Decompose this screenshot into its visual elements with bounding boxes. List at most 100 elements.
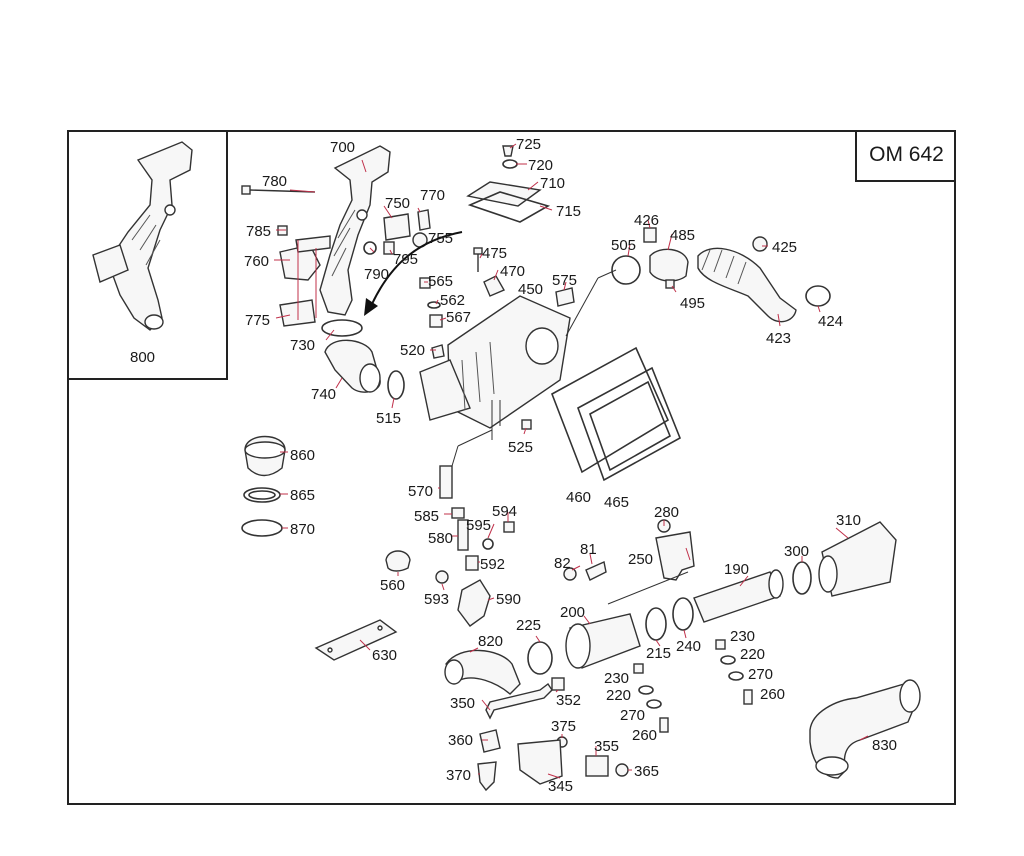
part-590-valve [457,579,491,627]
part-345-bracket [517,739,563,785]
part-715-gasket [467,191,551,223]
part-770-clip [417,209,431,231]
part-790-washer [363,241,377,255]
label-215: 215 [646,645,671,662]
part-355-grommet [585,755,609,777]
label-570: 570 [408,483,433,500]
label-820: 820 [478,633,503,650]
label-525: 525 [508,439,533,456]
part-230-bush-a [715,639,726,650]
label-375: 375 [551,718,576,735]
label-355: 355 [594,738,619,755]
label-593: 593 [424,591,449,608]
label-560: 560 [380,577,405,594]
part-565-cap [419,277,431,289]
part-475-bolt [473,247,483,272]
part-460-filter-frame [551,346,670,474]
part-485-mass-airflow-sensor [649,248,689,282]
part-515-ring [387,370,405,400]
label-250: 250 [628,551,653,568]
label-860: 860 [290,447,315,464]
part-81-sensor [585,561,607,581]
part-190-charge-pipe [693,569,784,623]
part-795-grommet [383,241,395,255]
label-830: 830 [872,737,897,754]
part-495-screw [665,279,675,289]
part-426-sensor [643,227,657,243]
label-270-b: 270 [620,707,645,724]
label-585: 585 [414,508,439,525]
part-560-plug [385,550,411,572]
label-82: 82 [554,555,571,572]
label-775: 775 [245,312,270,329]
part-220-washer-b [638,685,654,695]
part-365-nut [615,763,629,777]
part-240-clamp [672,597,694,631]
part-505-seal-ring [611,255,641,285]
label-345: 345 [548,778,573,795]
part-350-vent-pipe [485,682,553,720]
part-230-bush-b [633,663,644,674]
label-220-b: 220 [606,687,631,704]
label-710: 710 [540,175,565,192]
label-425: 425 [772,239,797,256]
part-270-washer-b [646,699,662,709]
label-260-b: 260 [632,727,657,744]
label-225: 225 [516,617,541,634]
label-424: 424 [818,313,843,330]
label-575: 575 [552,272,577,289]
part-300-ring [792,561,812,595]
label-800: 800 [130,349,155,366]
part-820-hose [444,649,521,695]
part-360-clip [479,729,501,753]
part-594-screw [503,521,515,533]
part-700-duct [319,145,391,316]
part-424-ring [805,285,831,307]
label-270-a: 270 [748,666,773,683]
label-450: 450 [518,281,543,298]
part-730-seal-ring [321,319,363,337]
part-740-elbow [324,339,381,393]
part-720-washer [502,159,518,169]
label-520: 520 [400,342,425,359]
label-715: 715 [556,203,581,220]
label-365: 365 [634,763,659,780]
label-230-a: 230 [730,628,755,645]
part-220-washer-a [720,655,736,665]
part-575-clip [555,287,575,307]
part-82-nut [563,567,577,581]
direction-arrow [364,231,463,316]
label-760: 760 [244,253,269,270]
part-520-clip [431,344,445,359]
label-220-a: 220 [740,646,765,663]
label-515: 515 [376,410,401,427]
part-570-pipe [439,465,453,499]
part-567-grommet [429,314,443,328]
label-740: 740 [311,386,336,403]
label-592: 592 [480,556,505,573]
label-280: 280 [654,504,679,521]
part-465-filter-element [577,366,682,482]
part-260-bolt-a [743,689,753,705]
label-485: 485 [670,227,695,244]
label-200: 200 [560,604,585,621]
label-310: 310 [836,512,861,529]
part-870-seal [241,519,283,537]
callout-labels: 800 700 780 785 760 775 750 770 755 790 … [130,136,897,795]
part-425-clamp [752,236,768,252]
label-725: 725 [516,136,541,153]
part-525-bolt [521,419,532,430]
label-470: 470 [500,263,525,280]
label-352: 352 [556,692,581,709]
label-565: 565 [428,273,453,290]
part-750-bracket [383,213,411,241]
label-505: 505 [611,237,636,254]
engine-code-badge: OM 642 [855,130,956,182]
label-81: 81 [580,541,597,558]
label-190: 190 [724,561,749,578]
label-475: 475 [482,245,507,262]
label-495: 495 [680,295,705,312]
label-360: 360 [448,732,473,749]
label-460: 460 [566,489,591,506]
